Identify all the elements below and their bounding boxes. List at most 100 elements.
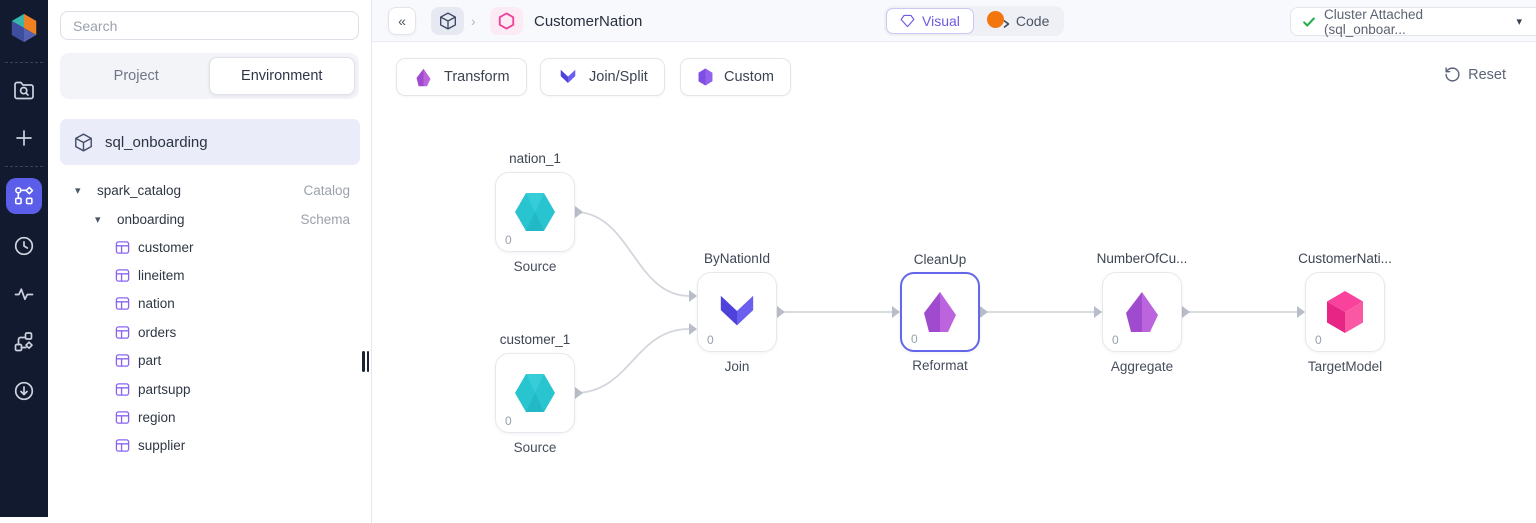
tree-item-table[interactable]: nation (48, 290, 371, 318)
node-type: Source (513, 259, 557, 274)
caret-down-icon[interactable]: ▾ (75, 184, 81, 197)
search-input[interactable] (60, 11, 359, 40)
node-type: Reformat (912, 358, 968, 373)
app-rail (0, 0, 48, 517)
node-name: CleanUp (913, 252, 967, 267)
history-download-icon (14, 381, 34, 401)
plus-icon (16, 130, 32, 146)
target-cube-icon (1327, 291, 1363, 333)
node-count: 0 (505, 414, 512, 428)
visual-tab[interactable]: Visual (886, 8, 974, 34)
gem-outline-icon (900, 14, 915, 28)
left-panel: Project Environment sql_onboarding ▾ spa… (48, 0, 372, 523)
table-icon (115, 269, 130, 282)
breadcrumb-project-chip[interactable] (431, 7, 464, 35)
pipelines-icon (14, 186, 34, 205)
catalog-name: spark_catalog (97, 182, 182, 198)
panel-resize-handle[interactable] (362, 351, 372, 372)
node-aggregate-numberofcu[interactable]: NumberOfCu... 0 Aggregate (1097, 251, 1188, 374)
reset-button[interactable]: Reset (1444, 66, 1506, 83)
transform-button[interactable]: Transform (396, 58, 527, 96)
chevron-right-icon (1003, 20, 1010, 28)
lineage-nav-button[interactable] (6, 324, 42, 360)
tab-environment[interactable]: Environment (208, 57, 355, 95)
node-type: Join (724, 359, 750, 374)
joinsplit-label: Join/Split (589, 69, 648, 85)
node-source-customer[interactable]: customer_1 0 Source (495, 332, 575, 455)
collapse-sidebar-button[interactable]: « (388, 7, 416, 35)
join-chevron-icon (560, 69, 576, 83)
tree-item-table[interactable]: lineitem (48, 261, 371, 289)
source-hexagon-icon (515, 193, 555, 231)
schema-type-label: Schema (300, 211, 350, 227)
node-reformat-cleanup[interactable]: CleanUp 0 Reformat (900, 252, 980, 373)
source-hexagon-icon (515, 374, 555, 412)
node-type: TargetModel (1307, 359, 1383, 374)
tab-project[interactable]: Project (113, 68, 159, 84)
breadcrumb-pipeline-chip[interactable] (490, 7, 523, 35)
table-name: part (138, 353, 162, 369)
table-name: customer (138, 239, 194, 255)
observability-nav-button[interactable] (6, 276, 42, 312)
table-name: orders (138, 324, 177, 340)
transform-gem-icon (416, 68, 431, 86)
tree-item-table[interactable]: supplier (48, 432, 371, 460)
node-source-nation[interactable]: nation_1 0 Source (495, 151, 575, 274)
activity-pulse-icon (14, 288, 34, 301)
transform-label: Transform (444, 69, 510, 85)
tree-item-schema[interactable]: ▾ onboarding Schema (48, 205, 371, 233)
cluster-label: Cluster Attached (sql_onboar... (1323, 6, 1424, 37)
schedule-nav-button[interactable] (6, 228, 42, 264)
node-name: nation_1 (509, 151, 561, 166)
node-join-bynationid[interactable]: ByNationId 0 Join (697, 251, 777, 374)
node-count: 0 (911, 332, 918, 346)
reformat-gem-icon (924, 292, 956, 332)
node-count: 0 (1315, 333, 1322, 347)
lineage-icon (14, 332, 33, 352)
custom-button[interactable]: Custom (680, 58, 791, 96)
caret-down-icon: ▾ (1516, 16, 1522, 28)
folder-search-button[interactable] (6, 72, 42, 108)
cluster-attached-dropdown[interactable]: Cluster Attached (sql_onboar... ▾ (1290, 6, 1536, 37)
environment-item-sql-onboarding[interactable]: sql_onboarding (60, 119, 360, 165)
rail-divider (5, 166, 43, 167)
pink-hexagon-icon (498, 12, 515, 30)
tree-item-table[interactable]: customer (48, 233, 371, 261)
code-tab[interactable]: Code (974, 10, 1062, 29)
node-name: customer_1 (499, 332, 571, 347)
rail-divider (5, 62, 43, 63)
table-name: partsupp (138, 381, 191, 397)
tree-item-table[interactable]: part (48, 347, 371, 375)
node-type: Aggregate (1110, 359, 1174, 374)
custom-hexgem-icon (698, 68, 713, 86)
folder-search-icon (14, 81, 34, 100)
tree-item-table[interactable]: region (48, 403, 371, 431)
pipelines-nav-button[interactable] (6, 178, 42, 214)
page-title: CustomerNation (534, 13, 643, 30)
breadcrumb-separator: › (471, 13, 476, 29)
table-icon (115, 297, 130, 311)
main-area: « › CustomerNation Visual (372, 0, 1536, 523)
tree-item-table[interactable]: partsupp (48, 375, 371, 403)
caret-down-icon[interactable]: ▾ (95, 213, 101, 226)
table-name: nation (138, 296, 175, 312)
node-count: 0 (707, 333, 714, 347)
catalog-type-label: Catalog (303, 182, 350, 198)
panel-tabs: Project Environment (60, 53, 359, 99)
reset-rotate-icon (1445, 67, 1460, 82)
tree-item-table[interactable]: orders (48, 318, 371, 346)
prophecy-logo-icon[interactable] (8, 12, 40, 44)
aggregate-gem-icon (1126, 292, 1158, 332)
clock-icon (14, 236, 34, 256)
node-targetmodel-customernation[interactable]: CustomerNati... 0 TargetModel (1298, 251, 1392, 374)
join-split-button[interactable]: Join/Split (540, 58, 665, 96)
table-name: region (138, 410, 176, 426)
custom-label: Custom (724, 69, 774, 85)
cube-icon (75, 132, 92, 152)
history-nav-button[interactable] (6, 373, 42, 409)
table-icon (115, 439, 130, 453)
table-name: supplier (138, 438, 186, 454)
add-button[interactable] (6, 120, 42, 156)
node-count: 0 (505, 233, 512, 247)
tree-item-catalog[interactable]: ▾ spark_catalog Catalog (48, 176, 371, 204)
